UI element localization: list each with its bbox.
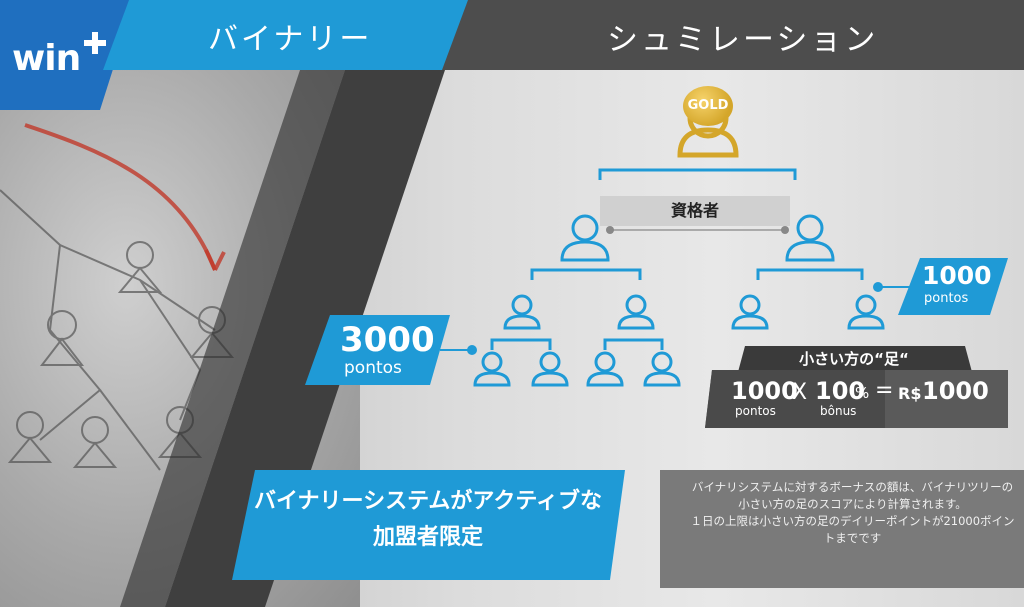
left-leg-points: 3000 bbox=[340, 320, 435, 360]
page-title-binary: バイナリー bbox=[208, 22, 373, 57]
left-leg-badge bbox=[305, 315, 450, 385]
person-icon bbox=[586, 351, 624, 387]
tree-connector bbox=[490, 338, 552, 350]
header-right-banner: シュミレーション bbox=[442, 0, 1024, 70]
page-title-simulation: シュミレーション bbox=[607, 22, 879, 58]
logo: win bbox=[0, 0, 135, 110]
formula-percent-unit: bônus bbox=[820, 404, 857, 418]
person-icon bbox=[617, 294, 655, 330]
right-leg-unit: pontos bbox=[924, 291, 969, 306]
plus-icon bbox=[84, 32, 106, 54]
formula-points: 1000 bbox=[731, 377, 798, 405]
active-notice-bg bbox=[232, 470, 625, 580]
person-icon bbox=[473, 351, 511, 387]
person-icon bbox=[643, 351, 681, 387]
note-line-1: バイナリシステムに対するボーナスの額は、バイナリツリーの小さい方の足のスコアによ… bbox=[691, 480, 1014, 511]
formula-points-unit: pontos bbox=[735, 404, 776, 418]
formula-equals: = bbox=[875, 378, 894, 403]
right-leg-points: 1000 bbox=[922, 261, 992, 290]
header-left-banner: バイナリー bbox=[103, 0, 473, 70]
person-icon bbox=[531, 351, 569, 387]
active-notice: バイナリーシステムがアクティブな加盟者限定 bbox=[253, 489, 603, 550]
person-icon bbox=[503, 294, 541, 330]
person-icon bbox=[785, 214, 835, 262]
person-icon bbox=[847, 294, 885, 330]
formula-times: X bbox=[792, 380, 808, 405]
formula-currency: R$ bbox=[898, 384, 922, 403]
tree-connector bbox=[603, 338, 664, 350]
person-icon bbox=[731, 294, 769, 330]
tree-connector bbox=[756, 268, 864, 280]
smaller-leg-title-bg bbox=[738, 346, 972, 372]
note-line-2: １日の上限は小さい方の足のデイリーポイントが21000ポイントまでです bbox=[690, 514, 1015, 545]
formula-percent-sign: % bbox=[855, 384, 870, 402]
note-box bbox=[660, 470, 1024, 588]
formula-result: 1000 bbox=[922, 377, 989, 405]
tree-connector bbox=[530, 268, 642, 280]
person-icon bbox=[560, 214, 610, 262]
gold-badge: GOLD bbox=[683, 86, 733, 126]
tree-connector bbox=[598, 168, 797, 180]
note-text: バイナリシステムに対するボーナスの額は、バイナリツリーの小さい方の足のスコアによ… bbox=[690, 479, 1015, 547]
left-leg-unit: pontos bbox=[344, 358, 402, 378]
formula-percent: 100 bbox=[815, 377, 866, 405]
right-leg-badge bbox=[898, 258, 1008, 315]
qualifier-label: 資格者 bbox=[600, 196, 790, 226]
smaller-leg-title: 小さい方の“足“ bbox=[799, 350, 909, 368]
logo-text: win bbox=[12, 38, 81, 79]
